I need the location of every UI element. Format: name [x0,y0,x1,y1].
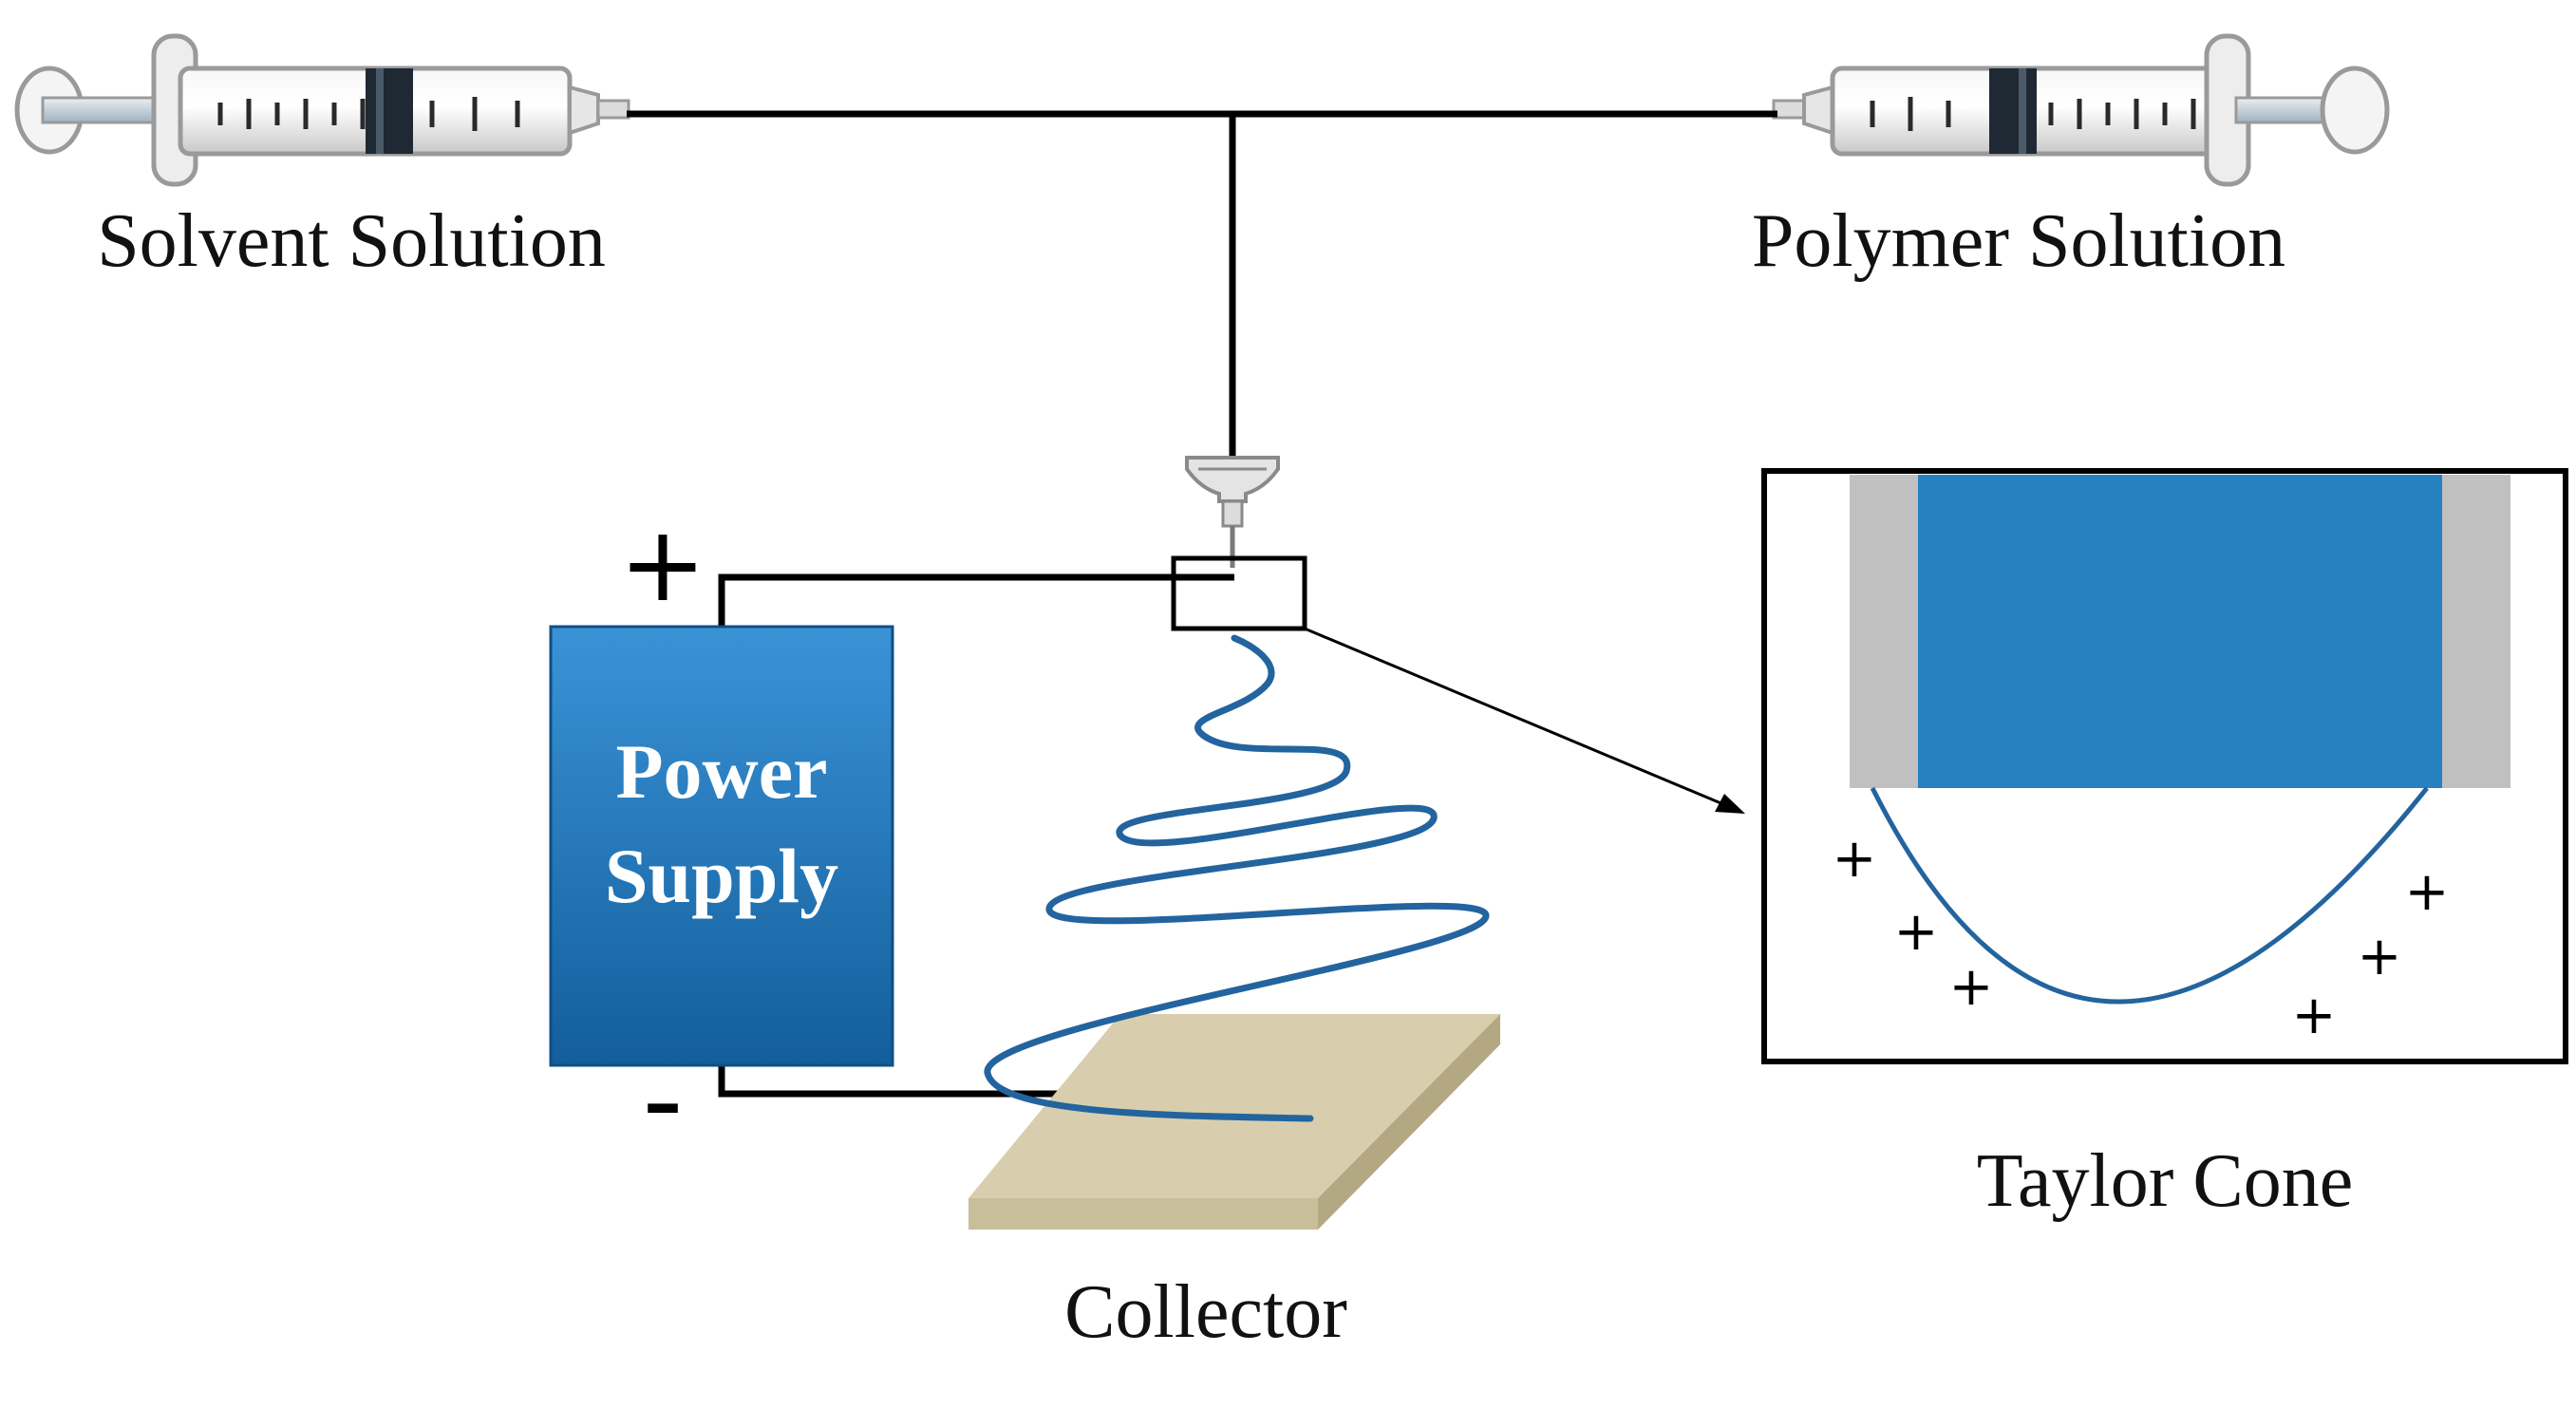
charge-sign: + [2358,926,2402,987]
collector-plate [968,1014,1500,1230]
collector-label: Collector [1064,1270,1347,1354]
charge-sign: + [2292,985,2337,1046]
positive-terminal-sign: + [619,503,706,625]
polymer-solution-label: Polymer Solution [1752,199,2285,283]
spinneret-needle [1185,456,1280,568]
charge-signs: + + + + + + [1833,828,2450,1046]
charge-sign: + [1833,828,1877,890]
power-supply-label-line2: Supply [605,833,838,919]
power-supply-label-line1: Power [615,728,827,815]
fiber-jet [984,634,1490,1122]
polymer-syringe [1772,33,2390,187]
solvent-solution-label: Solvent Solution [97,199,606,283]
power-supply: Power Supply [549,625,894,1067]
taylor-cone-detail [1761,468,2568,1064]
circuit-wires [718,573,1234,1098]
charge-sign: + [1949,956,1994,1018]
solvent-syringe [14,33,630,187]
charge-sign: + [2405,861,2450,923]
negative-terminal-sign: - [642,1035,683,1167]
charge-sign: + [1894,901,1939,963]
zoom-arrow [1304,627,1731,809]
taylor-cone-zoom-box [1171,555,1307,631]
taylor-cone-label: Taylor Cone [1977,1139,2354,1223]
feed-tubing [627,110,1777,460]
